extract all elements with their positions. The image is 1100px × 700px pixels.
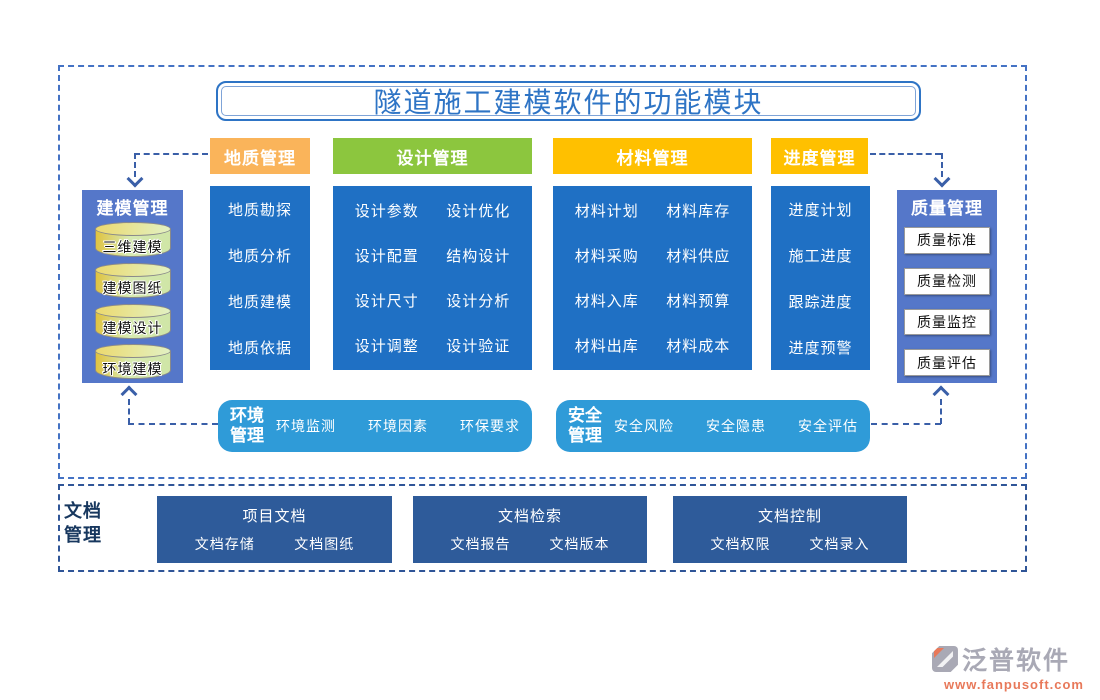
environment-item: 环境因素 <box>368 418 428 434</box>
progress-item: 施工进度 <box>788 247 853 265</box>
doc-group-items: 文档权限 文档录入 <box>673 534 907 554</box>
material-item: 材料出库 <box>574 338 639 355</box>
modeling-item-label: 三维建模 <box>102 238 163 255</box>
modeling-box: 建模管理 三维建模 建模图纸 建模设计 环境建模 <box>82 190 183 383</box>
design-item: 设计配置 <box>354 248 419 265</box>
geology-item: 地质建模 <box>227 293 292 311</box>
geology-item: 地质勘探 <box>227 201 292 219</box>
brand-name: 泛普软件 <box>961 647 1070 675</box>
connector-progress-to-quality <box>941 153 943 177</box>
doc-group-title: 项目文档 <box>242 508 307 526</box>
modeling-item: 环境建模 <box>88 342 178 383</box>
design-item: 设计调整 <box>354 338 419 355</box>
safety-items: 安全风险 安全隐患 安全评估 <box>614 416 858 436</box>
database-cylinder-icon <box>94 262 171 299</box>
modeling-item-label: 建模设计 <box>102 320 163 337</box>
documents-region-dashed-border <box>58 484 1027 572</box>
header-material: 材料管理 <box>553 138 752 174</box>
material-item: 材料库存 <box>666 203 731 220</box>
design-item: 设计优化 <box>446 203 511 220</box>
material-column: 材料计划 材料库存 材料采购 材料供应 材料入库 材料预算 材料出库 材料成本 <box>553 186 752 370</box>
material-item: 材料采购 <box>574 248 639 265</box>
modeling-item: 建模图纸 <box>88 261 178 302</box>
environment-title: 环境管理 <box>230 406 264 445</box>
geology-item: 地质分析 <box>227 247 292 265</box>
design-item: 设计分析 <box>446 293 511 310</box>
brand-footer: 泛普软件 www.fanpusoft.com <box>931 641 1084 692</box>
doc-item: 文档权限 <box>710 535 771 552</box>
design-item: 结构设计 <box>446 248 511 265</box>
material-item: 材料供应 <box>666 248 731 265</box>
brand-url-link[interactable]: www.fanpusoft.com <box>943 677 1084 692</box>
progress-item: 进度计划 <box>788 201 853 219</box>
material-item: 材料入库 <box>574 293 639 310</box>
connector-environment-to-modeling <box>128 423 218 425</box>
header-design: 设计管理 <box>333 138 532 174</box>
header-progress: 进度管理 <box>771 138 868 174</box>
environment-box: 环境管理 环境监测 环境因素 环保要求 <box>218 400 532 452</box>
brand-row: 泛普软件 <box>931 641 1070 677</box>
doc-group-items: 文档存储 文档图纸 <box>157 534 392 554</box>
main-region-dashed-border <box>58 65 1027 479</box>
diagram-title-box: 隧道施工建模软件的功能模块 <box>216 81 921 121</box>
connector-safety-to-quality <box>940 399 942 424</box>
quality-title: 质量管理 <box>911 199 983 218</box>
doc-group-title: 文档检索 <box>497 508 562 526</box>
safety-title: 安全管理 <box>568 406 602 445</box>
safety-item: 安全评估 <box>798 418 858 434</box>
progress-column: 进度计划 施工进度 跟踪进度 进度预警 <box>771 186 870 370</box>
environment-items: 环境监测 环境因素 环保要求 <box>276 416 520 436</box>
database-cylinder-icon <box>94 222 171 258</box>
fanpu-logo-icon <box>931 646 958 672</box>
doc-group-title: 文档控制 <box>757 508 822 526</box>
quality-item: 质量标准 <box>904 227 990 254</box>
quality-item: 质量监控 <box>904 308 990 336</box>
quality-item: 质量评估 <box>904 349 990 376</box>
progress-item: 跟踪进度 <box>788 293 853 311</box>
doc-group-project: 项目文档 文档存储 文档图纸 <box>157 496 392 563</box>
progress-item: 进度预警 <box>788 339 853 357</box>
doc-item: 文档图纸 <box>294 535 355 552</box>
quality-box: 质量管理 质量标准 质量检测 质量监控 质量评估 <box>897 190 997 383</box>
modeling-item-label: 建模图纸 <box>102 279 163 296</box>
design-item: 设计尺寸 <box>354 293 419 310</box>
material-item: 材料计划 <box>574 203 639 220</box>
geology-column: 地质勘探 地质分析 地质建模 地质依据 <box>210 186 310 370</box>
doc-item: 文档存储 <box>194 535 255 552</box>
diagram-title: 隧道施工建模软件的功能模块 <box>373 87 764 118</box>
connector-progress-to-quality <box>870 153 941 155</box>
connector-safety-to-quality <box>871 423 941 425</box>
doc-item: 文档录入 <box>809 535 870 552</box>
safety-item: 安全隐患 <box>706 418 766 434</box>
doc-group-search: 文档检索 文档报告 文档版本 <box>413 496 647 563</box>
database-cylinder-icon <box>94 303 171 340</box>
database-cylinder-icon <box>94 344 171 380</box>
modeling-item: 三维建模 <box>88 220 178 261</box>
header-geology: 地质管理 <box>210 138 310 174</box>
design-item: 设计验证 <box>446 338 511 355</box>
connector-geology-to-modeling <box>134 153 208 155</box>
modeling-item: 建模设计 <box>88 302 178 343</box>
modeling-title: 建模管理 <box>96 199 169 218</box>
doc-item: 文档版本 <box>549 535 610 552</box>
material-item: 材料成本 <box>666 338 731 355</box>
modeling-item-label: 环境建模 <box>102 361 163 377</box>
safety-box: 安全管理 安全风险 安全隐患 安全评估 <box>556 400 870 452</box>
connector-geology-to-modeling <box>134 153 136 177</box>
doc-group-items: 文档报告 文档版本 <box>413 534 647 554</box>
geology-item: 地质依据 <box>227 339 292 357</box>
environment-item: 环境监测 <box>276 418 336 434</box>
design-column: 设计参数 设计优化 设计配置 结构设计 设计尺寸 设计分析 设计调整 设计验证 <box>333 186 532 370</box>
safety-item: 安全风险 <box>614 418 674 434</box>
connector-environment-to-modeling <box>128 399 130 424</box>
documents-title: 文档管理 <box>64 501 102 546</box>
quality-item: 质量检测 <box>904 267 990 295</box>
material-item: 材料预算 <box>666 293 731 310</box>
doc-item: 文档报告 <box>450 535 511 552</box>
doc-group-control: 文档控制 文档权限 文档录入 <box>673 496 907 563</box>
design-item: 设计参数 <box>354 203 419 220</box>
environment-item: 环保要求 <box>460 418 520 434</box>
